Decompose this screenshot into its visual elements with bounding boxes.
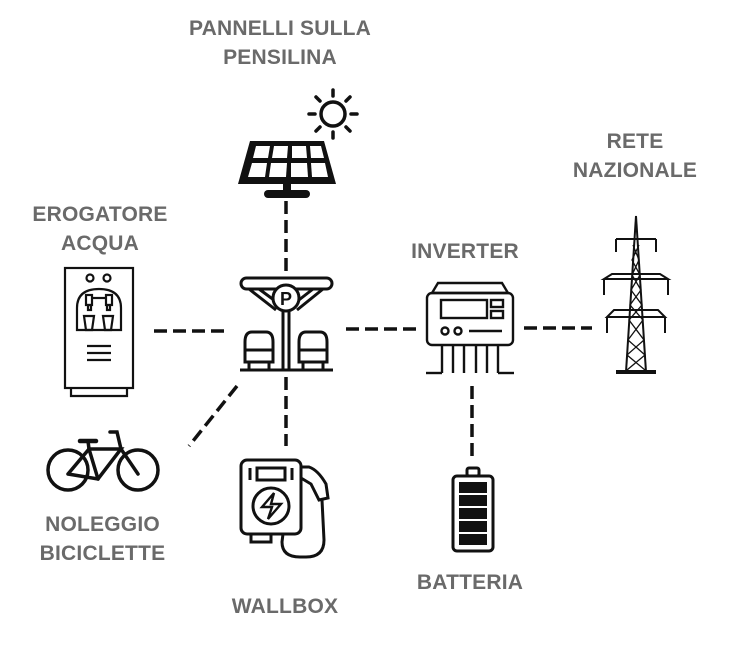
label-battery: BATTERIA <box>395 568 545 597</box>
solar-panel-icon <box>238 141 336 198</box>
ev-charger-icon <box>239 458 330 559</box>
svg-text:P: P <box>280 289 292 309</box>
inverter-icon <box>425 281 515 375</box>
label-line: EROGATORE <box>32 203 168 226</box>
label-line: RETE <box>606 130 664 153</box>
label-line: NOLEGGIO <box>45 513 160 536</box>
connectors <box>154 201 592 456</box>
label-line: PANNELLI SULLA <box>188 17 372 40</box>
label-solar-panels: PANNELLI SULLA PENSILINA <box>170 14 390 72</box>
label-water-dispenser: EROGATORE ACQUA <box>10 200 190 258</box>
label-bike-rental: NOLEGGIO BICICLETTE <box>20 510 185 568</box>
bicycle-icon <box>46 430 160 492</box>
label-line: NAZIONALE <box>572 159 698 182</box>
power-pylon-icon <box>600 215 672 374</box>
label-national-grid: RETE NAZIONALE <box>555 127 715 185</box>
sun-icon <box>307 88 359 140</box>
label-line: WALLBOX <box>231 595 339 618</box>
edge-carport-bike <box>187 384 239 448</box>
label-wallbox: WALLBOX <box>210 592 360 621</box>
label-line: ACQUA <box>61 232 139 255</box>
water-dispenser-icon <box>63 266 135 398</box>
parking-carport-icon: P <box>239 276 334 372</box>
label-line: BICICLETTE <box>39 542 166 565</box>
label-inverter: INVERTER <box>390 237 540 266</box>
label-line: INVERTER <box>411 240 519 263</box>
battery-full-icon <box>451 466 495 553</box>
label-line: PENSILINA <box>223 46 337 69</box>
label-line: BATTERIA <box>416 571 524 594</box>
